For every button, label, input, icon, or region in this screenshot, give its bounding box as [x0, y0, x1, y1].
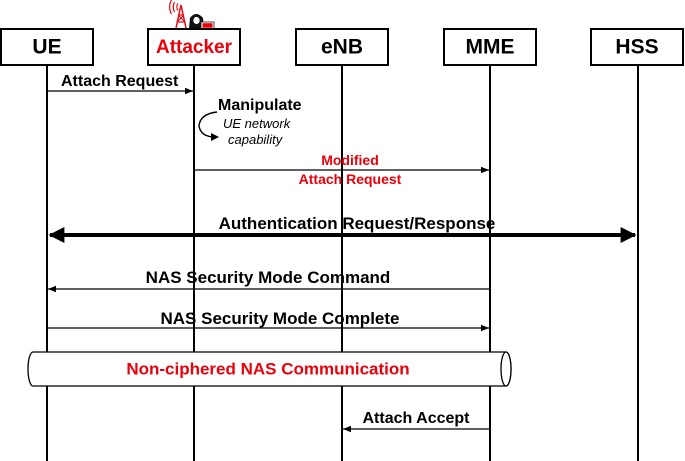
modified-label-line2: Attach Request: [299, 171, 402, 187]
mme-label: MME: [466, 36, 515, 59]
attach-request-label: Attach Request: [61, 73, 179, 90]
security-mode-command-label: NAS Security Mode Command: [146, 268, 391, 287]
hacker-with-radio-tower-icon: [169, 0, 215, 30]
mme-box: [443, 28, 537, 66]
non-ciphered-label: Non-ciphered NAS Communication: [126, 359, 409, 378]
ue-box: [0, 28, 94, 66]
hss-label: HSS: [615, 36, 658, 59]
authentication-label: Authentication Request/Response: [219, 214, 496, 233]
manipulate-label: Manipulate: [218, 97, 302, 114]
attacker-box: [147, 28, 241, 66]
ue-label: UE: [32, 36, 61, 59]
manipulate-loop-arrow: [198, 111, 218, 138]
enb-box: [295, 28, 389, 66]
attacker-label: Attacker: [156, 37, 233, 58]
hss-box: [590, 28, 684, 66]
manipulate-line1: UE network: [223, 116, 292, 131]
attach-accept-label: Attach Accept: [363, 410, 471, 427]
non-ciphered-band: [27, 351, 512, 387]
modified-label-line1: Modified: [321, 152, 379, 168]
enb-label: eNB: [321, 36, 363, 59]
manipulate-line2: capability: [228, 132, 284, 147]
security-mode-complete-label: NAS Security Mode Complete: [161, 309, 400, 328]
